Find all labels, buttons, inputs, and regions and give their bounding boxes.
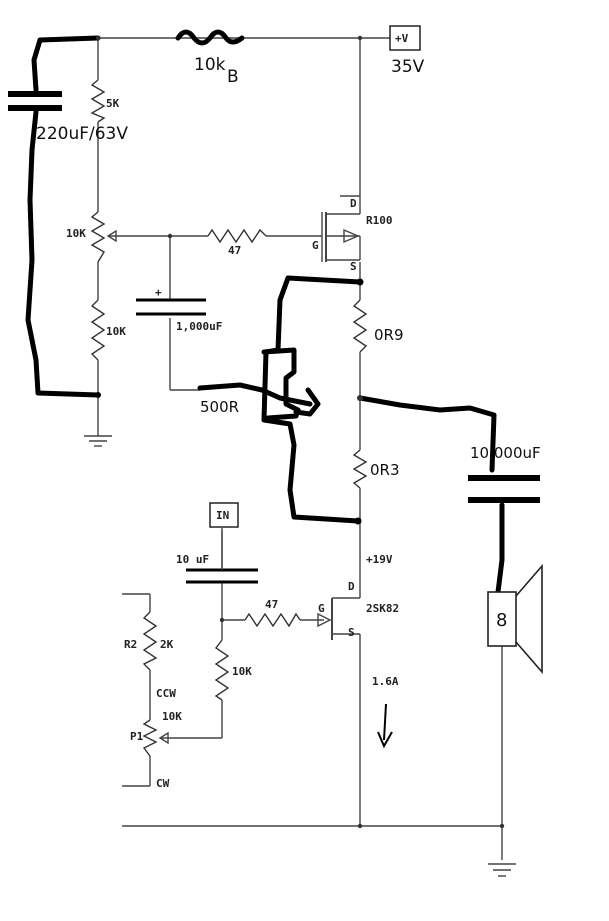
supply-terminal	[389, 25, 421, 51]
resistor-10k-bottom	[214, 639, 230, 701]
resistor-47-bottom	[244, 612, 301, 628]
label-r-5k: 5K	[106, 97, 120, 110]
label-pin-d-bottom: D	[348, 580, 355, 593]
label-pot-10k-top: 10K	[66, 227, 86, 240]
input-terminal	[209, 502, 239, 570]
junctions	[95, 35, 505, 829]
capacitor-1000uf	[136, 298, 206, 316]
label-cap-10uf: 10 uF	[176, 553, 209, 566]
label-supply-voltage: 35V	[391, 57, 425, 77]
label-cw: CW	[156, 777, 170, 790]
pot-p1	[142, 719, 158, 757]
label-current: 1.6A	[372, 675, 399, 688]
mosfet-top	[321, 196, 361, 262]
current-arrow	[377, 703, 393, 749]
resistor-10k-left	[90, 299, 106, 361]
label-p1: P1	[130, 730, 144, 743]
label-bootstrap-resistor: 10k	[194, 55, 226, 75]
resistor-0r9	[352, 299, 368, 353]
label-p1-value: 10K	[162, 710, 182, 723]
hand-drawn-wiring	[25, 35, 505, 595]
label-v-19: +19V	[366, 553, 393, 566]
label-gate-res-bottom: 47	[265, 598, 278, 611]
label-gate-res-top: 47	[228, 244, 241, 257]
label-pin-s-top: S	[350, 260, 357, 273]
label-pin-s-bottom: S	[348, 626, 355, 639]
label-cap-220: 220uF/63V	[36, 124, 128, 144]
label-r2: R2	[124, 638, 137, 651]
label-bootstrap-suffix: B	[227, 67, 239, 87]
label-in-box: IN	[216, 509, 229, 522]
label-pin-d-top: D	[350, 197, 357, 210]
label-jfet-bottom: 2SK82	[366, 602, 399, 615]
label-r-10k-bottom: 10K	[232, 665, 252, 678]
capacitor-10uf	[186, 568, 258, 584]
capacitor-10000uf	[468, 475, 540, 503]
resistor-r2-2k	[142, 611, 158, 671]
label-r-10k-left: 10K	[106, 325, 126, 338]
label-r-500r: 500R	[200, 398, 239, 416]
label-speaker: 8	[496, 610, 507, 631]
label-r-0r3: 0R3	[370, 461, 400, 479]
wires	[84, 37, 516, 877]
label-cap-10000: 10,000uF	[470, 444, 541, 462]
capacitor-220uf	[8, 91, 62, 111]
label-r2-value: 2K	[160, 638, 174, 651]
resistors	[90, 79, 368, 757]
label-supply-box: +V	[395, 32, 409, 45]
speaker	[487, 563, 543, 675]
pot-10k-top	[90, 211, 106, 263]
label-pin-g-bottom: G	[318, 602, 325, 615]
wiper-arrow-top	[106, 229, 117, 243]
resistor-5k	[90, 79, 106, 123]
label-r-0r9: 0R9	[374, 326, 404, 344]
jfet-bottom	[317, 582, 361, 640]
label-mosfet-top: R100	[366, 214, 393, 227]
label-pin-g-top: G	[312, 239, 319, 252]
inductor-bootstrap	[175, 29, 245, 46]
wiper-arrow-bottom	[158, 731, 169, 745]
resistor-47-top	[207, 228, 267, 244]
labels: 10k B +V 35V 5K 220uF/63V 10K 47 R100 D …	[36, 32, 541, 790]
resistor-0r3	[352, 449, 368, 489]
label-cap-1000-plus: +	[155, 286, 162, 299]
label-cap-1000: 1,000uF	[176, 320, 222, 333]
label-ccw: CCW	[156, 687, 176, 700]
